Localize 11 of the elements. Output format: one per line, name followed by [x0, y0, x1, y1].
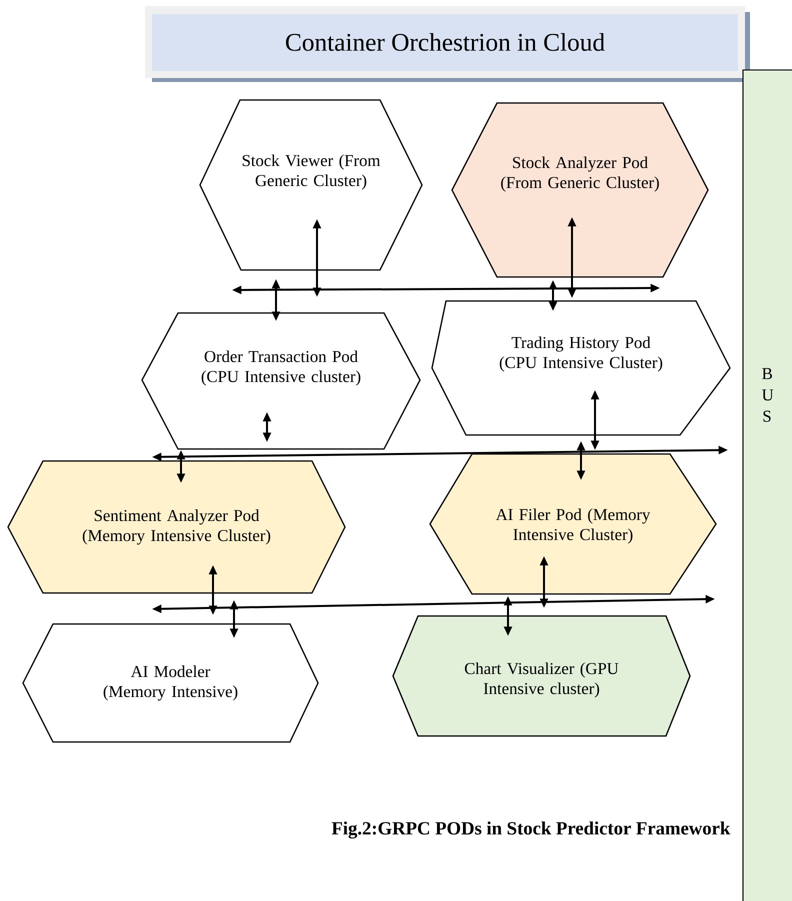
hexagon: AI Filer Pod (Memory Intensive Cluster): [429, 453, 717, 595]
bus-bar: B U S: [742, 69, 792, 901]
caption: Fig.2:GRPC PODs in Stock Predictor Framework: [332, 821, 730, 839]
hexagon: Stock Analyzer Pod (From Generic Cluster): [451, 102, 709, 278]
title-banner: Container Orchestrion in Cloud: [145, 6, 750, 82]
hexagon: Chart Visualizer (GPU Intensive cluster): [392, 615, 691, 737]
hexagon: Stock Viewer (From Generic Cluster): [199, 99, 423, 271]
hexagon: Order Transaction Pod (CPU Intensive cluster): [141, 312, 421, 450]
hexagon: Trading History Pod (CPU Intensive Cluster): [431, 300, 731, 436]
hexagon: Sentiment Analyzer Pod (Memory Intensive Cluster): [7, 460, 346, 594]
hexagon: AI Modeler (Memory Intensive): [22, 623, 319, 743]
